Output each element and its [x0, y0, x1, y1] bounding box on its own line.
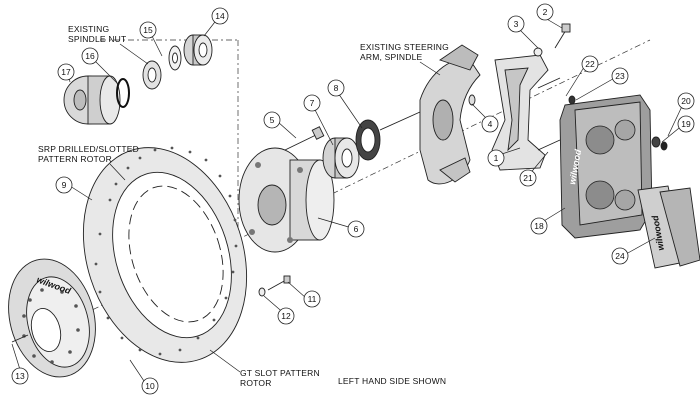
label-steering-arm: EXISTING STEERING ARM, SPINDLE	[360, 42, 449, 76]
wheel-stud-part	[284, 126, 325, 151]
hub-part	[238, 147, 335, 253]
callout-2-label: 2	[543, 7, 548, 17]
callout-19-label: 19	[681, 119, 691, 129]
callout-22-label: 22	[585, 59, 595, 69]
rotor-bolt-part	[258, 275, 291, 297]
label-spindle-nut: EXISTING SPINDLE NUT	[68, 24, 149, 65]
callout-13: 13	[11, 367, 29, 385]
callout-2: 2	[536, 3, 554, 21]
spindle-washer-part	[468, 94, 476, 106]
callout-5-label: 5	[270, 115, 275, 125]
callout-8-label: 8	[334, 83, 339, 93]
callout-22: 22	[581, 55, 599, 73]
label-srp-rotor-line1: SRP DRILLED/SLOTTED	[38, 144, 139, 154]
label-left-hand-side: LEFT HAND SIDE SHOWN	[338, 376, 446, 386]
label-srp-rotor: SRP DRILLED/SLOTTED PATTERN ROTOR	[38, 144, 139, 181]
label-gt-rotor-line2: ROTOR	[240, 378, 272, 388]
mounting-bolt-part	[533, 23, 571, 57]
callout-14: 14	[211, 7, 229, 25]
label-steering-line1: EXISTING STEERING	[360, 42, 449, 52]
caliper-part: wilwood	[559, 94, 653, 239]
srp-rotor-part	[82, 146, 248, 363]
callout-1-label: 1	[494, 153, 499, 163]
callout-9-label: 9	[62, 180, 67, 190]
callout-17-label: 17	[61, 67, 71, 77]
grease-cap-part	[63, 75, 121, 125]
callout-13-label: 13	[15, 371, 25, 381]
callout-1: 1	[487, 149, 505, 167]
callout-9: 9	[55, 176, 73, 194]
callout-24-label: 24	[615, 251, 625, 261]
callout-21-label: 21	[523, 173, 533, 183]
callout-19: 19	[677, 115, 695, 133]
callout-20-label: 20	[681, 96, 691, 106]
callout-5: 5	[263, 111, 281, 129]
inner-bearing-part	[322, 137, 360, 179]
callout-4: 4	[481, 115, 499, 133]
label-steering-line2: ARM, SPINDLE	[360, 52, 423, 62]
callout-14-label: 14	[215, 11, 225, 21]
label-srp-rotor-line2: PATTERN ROTOR	[38, 154, 112, 164]
callout-7: 7	[303, 94, 321, 112]
callout-3-label: 3	[514, 19, 519, 29]
callout-18: 18	[530, 217, 548, 235]
hat-bolt-part	[11, 334, 29, 343]
callout-8: 8	[327, 79, 345, 97]
callout-11: 11	[303, 290, 321, 308]
label-spindle-nut-line2: SPINDLE NUT	[68, 34, 126, 44]
callout-21: 21	[519, 169, 537, 187]
callout-23-label: 23	[615, 71, 625, 81]
callout-10: 10	[141, 377, 159, 395]
spindle-nut-part	[142, 60, 162, 90]
o-ring-part	[116, 78, 130, 108]
callout-17: 17	[57, 63, 75, 81]
callout-6-label: 6	[354, 224, 359, 234]
callout-3: 3	[507, 15, 525, 33]
callout-6: 6	[347, 220, 365, 238]
label-gt-rotor: GT SLOT PATTERN ROTOR	[209, 349, 320, 388]
callout-20: 20	[677, 92, 695, 110]
outer-bearing-part	[183, 34, 213, 66]
label-gt-rotor-line1: GT SLOT PATTERN	[240, 368, 320, 378]
callout-10-label: 10	[145, 381, 155, 391]
callout-12: 12	[277, 307, 295, 325]
callout-7-label: 7	[310, 98, 315, 108]
callout-15-label: 15	[143, 25, 153, 35]
callout-23: 23	[611, 67, 629, 85]
callout-18-label: 18	[534, 221, 544, 231]
spindle-part	[379, 44, 481, 185]
grease-seal-part	[355, 119, 381, 161]
callout-24: 24	[611, 247, 629, 265]
rotor-hat-part: wilwood	[8, 258, 96, 378]
callout-15: 15	[139, 21, 157, 39]
label-spindle-nut-line1: EXISTING	[68, 24, 109, 34]
callout-11-label: 11	[308, 294, 317, 304]
callout-16-label: 16	[85, 51, 95, 61]
callout-12-label: 12	[281, 311, 291, 321]
caliper-bracket-part	[491, 54, 549, 171]
washer-part	[168, 45, 182, 71]
callout-4-label: 4	[488, 119, 493, 129]
brake-pad-part: wilwood	[637, 185, 700, 269]
callout-16: 16	[81, 47, 99, 65]
bleed-screw-part	[651, 136, 668, 151]
